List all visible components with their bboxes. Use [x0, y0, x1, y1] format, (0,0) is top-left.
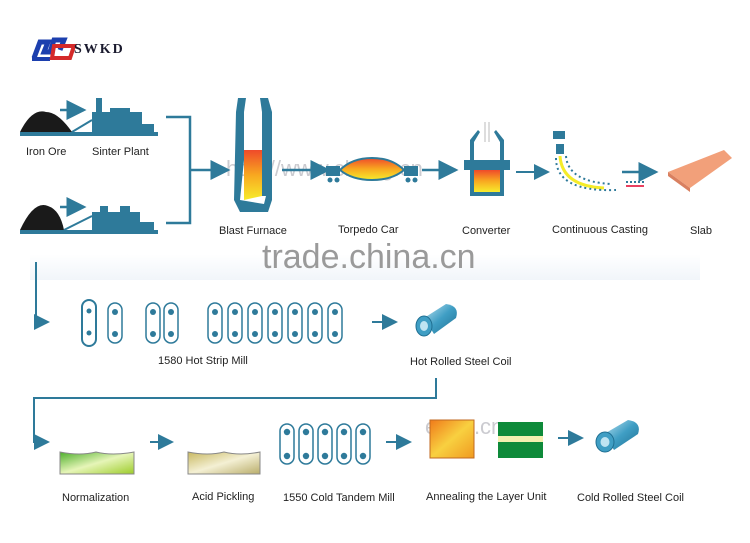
connector	[34, 262, 50, 330]
label-converter: Converter	[462, 225, 511, 237]
converter-icon	[464, 122, 510, 196]
ore-pile-icon	[20, 111, 158, 136]
hot-strip-mill-icon	[56, 299, 360, 347]
ore-pile-icon	[20, 205, 158, 234]
steel-coil-icon	[415, 304, 457, 337]
label-hot-rolled-coil: Hot Rolled Steel Coil	[410, 356, 512, 368]
watermark-main: trade.china.cn	[262, 238, 476, 276]
label-acid-pickling: Acid Pickling	[192, 491, 255, 503]
sinter-plant-icon	[63, 206, 154, 231]
label-blast-furnace: Blast Furnace	[219, 225, 287, 237]
steel-coil-icon	[595, 420, 639, 453]
label-iron-ore: Iron Ore	[26, 146, 67, 158]
connector	[33, 378, 437, 450]
label-continuous-casting: Continuous Casting	[552, 224, 649, 236]
logo-text: SWKD	[74, 42, 125, 57]
continuous-casting-icon	[553, 131, 644, 192]
label-normalization: Normalization	[62, 492, 130, 504]
slab-icon	[668, 150, 732, 192]
swkd-logo-icon	[31, 37, 77, 61]
label-hot-strip-mill: 1580 Hot Strip Mill	[158, 355, 248, 367]
normalization-tank-icon	[54, 442, 144, 475]
torpedo-car-icon	[326, 156, 418, 183]
label-slab: Slab	[690, 225, 713, 237]
sinter-plant-icon	[71, 98, 154, 133]
label-torpedo-car: Torpedo Car	[338, 224, 399, 236]
annealing-unit-icon	[422, 419, 546, 459]
label-sinter-plant: Sinter Plant	[92, 146, 149, 158]
blast-furnace-icon	[234, 98, 272, 212]
watermark-band	[30, 254, 700, 280]
label-cold-rolled-coil: Cold Rolled Steel Coil	[577, 492, 684, 504]
label-cold-tandem-mill: 1550 Cold Tandem Mill	[283, 492, 395, 504]
label-annealing-unit: Annealing the Layer Unit	[426, 491, 547, 503]
cold-tandem-mill-icon	[279, 423, 371, 465]
merge-bracket	[166, 115, 192, 225]
acid-pickling-tank-icon	[182, 442, 380, 475]
